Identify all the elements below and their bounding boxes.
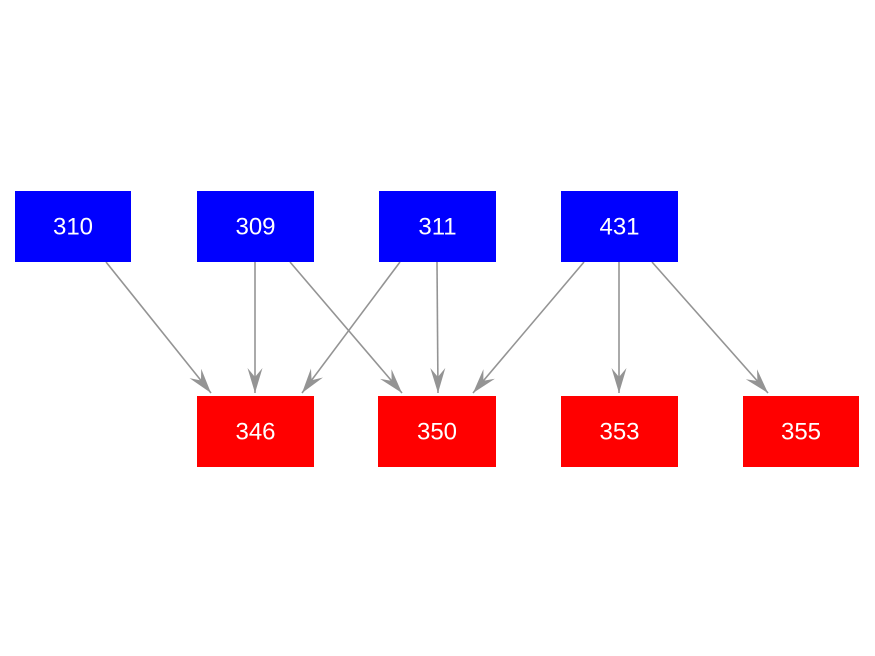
edge-311-350 <box>430 261 446 394</box>
node-353-box <box>561 396 678 467</box>
node-310-box <box>15 191 131 262</box>
nodes-layer: 310 309 311 431 346 350 353 355 <box>15 191 859 467</box>
node-355: 355 <box>743 396 859 467</box>
node-346-box <box>197 396 314 467</box>
edge-311-346 <box>301 261 401 394</box>
edge-310-346 <box>105 261 212 394</box>
node-353: 353 <box>561 396 678 467</box>
node-431-box <box>561 191 678 262</box>
node-310-label: 310 <box>53 214 93 241</box>
edges-layer <box>105 261 769 394</box>
edge-431-350 <box>472 261 585 394</box>
node-311-label: 311 <box>418 214 456 241</box>
node-309-box <box>197 191 314 262</box>
node-350-label: 350 <box>417 419 457 446</box>
node-346-label: 346 <box>235 419 275 446</box>
node-355-box <box>743 396 859 467</box>
edge-431-355 <box>651 261 769 394</box>
node-350-box <box>378 396 496 467</box>
node-309: 309 <box>197 191 314 262</box>
node-346: 346 <box>197 396 314 467</box>
node-350: 350 <box>378 396 496 467</box>
edge-309-350 <box>289 261 403 394</box>
node-355-label: 355 <box>781 419 821 446</box>
node-309-label: 309 <box>235 214 275 241</box>
node-353-label: 353 <box>599 419 639 446</box>
node-311: 311 <box>379 191 496 262</box>
node-431: 431 <box>561 191 678 262</box>
node-311-box <box>379 191 496 262</box>
node-310: 310 <box>15 191 131 262</box>
node-431-label: 431 <box>599 214 639 241</box>
